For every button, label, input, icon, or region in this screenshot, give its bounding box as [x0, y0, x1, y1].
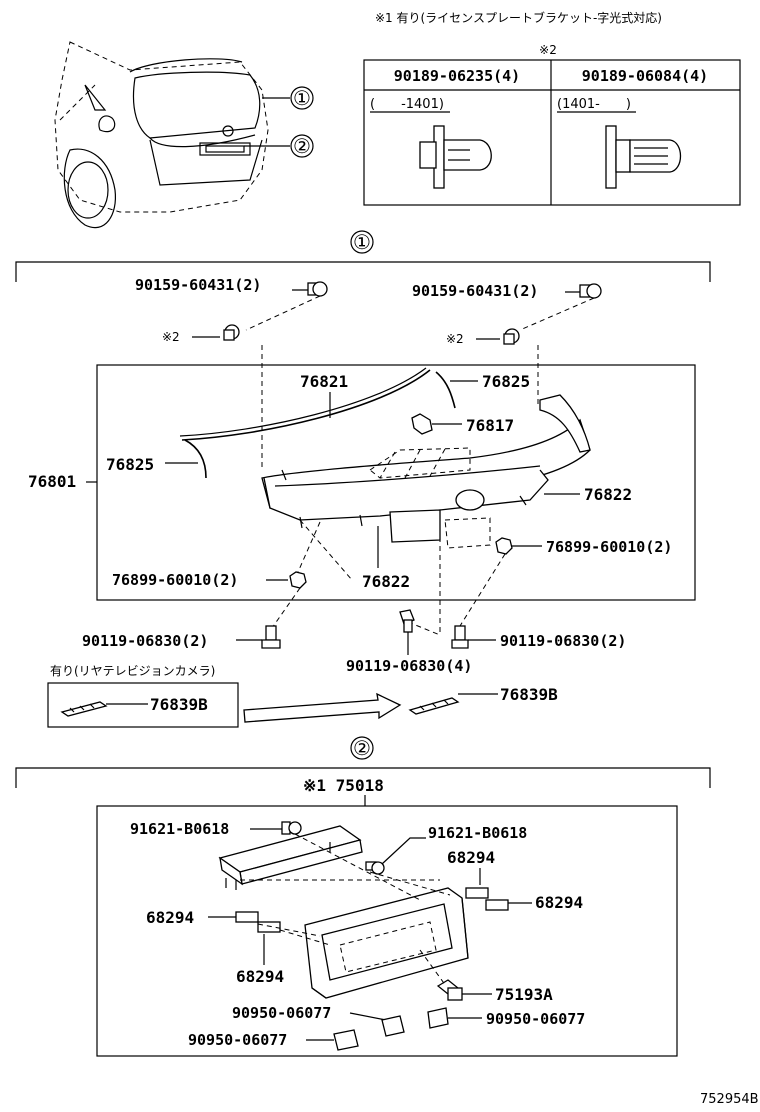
- part-90950-c: 90950-06077: [188, 1031, 287, 1049]
- part-90119-mid: 90119-06830(4): [346, 657, 472, 675]
- part-91621-right: 91621-B0618: [428, 824, 527, 842]
- clip-icon-2: [605, 125, 682, 189]
- part-76839b-box: 76839B: [150, 695, 208, 714]
- part-68294-d: 68294: [236, 967, 284, 986]
- part-75193a: 75193A: [495, 985, 553, 1004]
- clip-range-1: ( -1401): [370, 97, 444, 112]
- part-91621-left: 91621-B0618: [130, 820, 229, 838]
- clip-range-2: (1401- ): [557, 97, 631, 112]
- clip-icon-mark2-right: [503, 328, 520, 345]
- clip-icon-90950-b: [427, 1007, 449, 1029]
- bolt-icon-90159-left: [307, 281, 328, 297]
- pad-icon-68294-a: [465, 887, 489, 899]
- arrow-icon: [243, 692, 402, 723]
- part-90159-left: 90159-60431(2): [135, 276, 261, 294]
- part-76839b-right: 76839B: [500, 685, 558, 704]
- bolt-icon-90119-left: [261, 625, 281, 649]
- clip-icon-90950-a: [381, 1015, 405, 1037]
- part-76822-bottom: 76822: [362, 572, 410, 591]
- screw-icon-91621-right: [365, 861, 385, 875]
- strip-76821: [181, 369, 431, 441]
- camera-icon-box: [60, 701, 108, 717]
- clip-header-1: 90189-06235(4): [394, 67, 520, 85]
- top-note: ※1 有り(ライセンスプレートブラケット-字光式対応): [375, 10, 662, 25]
- clip-icon-90950-c: [333, 1029, 359, 1051]
- seal-76825-left: [184, 439, 207, 479]
- figure-id: 752954B: [700, 1092, 759, 1107]
- license-bracket-icon: [218, 825, 363, 890]
- part-76801: 76801: [28, 472, 76, 491]
- section2-marker: ②: [353, 736, 371, 760]
- part-68294-b: 68294: [535, 893, 583, 912]
- part-76825-left: 76825: [106, 455, 154, 474]
- license-frame-icon: [304, 887, 469, 999]
- vehicle-rear-illustration: [54, 41, 269, 229]
- clip-table: 90189-06235(4) 90189-06084(4) ( -1401) (…: [363, 59, 741, 206]
- part-76821: 76821: [300, 372, 348, 391]
- part-76899-left: 76899-60010(2): [112, 571, 238, 589]
- pad-icon-68294-c: [235, 911, 259, 923]
- part-75018: ※1 75018: [303, 776, 384, 795]
- seal-76825-top: [435, 371, 456, 409]
- part-68294-a: 68294: [447, 848, 495, 867]
- lamp-socket-icon-75193a: [436, 979, 463, 1001]
- part-76817: 76817: [466, 416, 514, 435]
- part-76822-right: 76822: [584, 485, 632, 504]
- screw-icon-91621-left: [281, 821, 302, 835]
- clip-icon-mark2-left: [223, 324, 240, 341]
- part-76899-right: 76899-60010(2): [546, 538, 672, 556]
- bolt-icon-90119-mid: [399, 609, 415, 633]
- nut-icon-76899-right: [495, 537, 513, 555]
- bolt-icon-90159-right: [579, 283, 602, 299]
- part-68294-c: 68294: [146, 908, 194, 927]
- pad-icon-68294-b: [485, 899, 509, 911]
- part-76825-top: 76825: [482, 372, 530, 391]
- clip-table-mark: ※2: [539, 43, 557, 57]
- callout-1: ①: [293, 86, 311, 110]
- nut-icon-76899-left: [289, 571, 307, 589]
- mark-2-left: ※2: [162, 330, 180, 344]
- callout-circle-2: [290, 134, 314, 158]
- section1-bracket: [15, 261, 711, 282]
- pad-icon-68294-d: [257, 921, 281, 933]
- clip-icon-76817: [411, 413, 433, 435]
- section1-marker: ①: [353, 230, 371, 254]
- section2-bracket: [15, 767, 711, 788]
- clip-icon-1: [419, 125, 492, 189]
- part-90950-a: 90950-06077: [232, 1004, 331, 1022]
- part-90159-right: 90159-60431(2): [412, 282, 538, 300]
- callout-2: ②: [293, 134, 311, 158]
- clip-header-2: 90189-06084(4): [582, 67, 708, 85]
- section2-assembly-box: [96, 805, 678, 1057]
- section1-marker-circle: [350, 230, 374, 254]
- camera-icon-right: [408, 697, 460, 715]
- spoiler-assembly-76801: [261, 394, 591, 549]
- bolt-icon-90119-right: [451, 625, 469, 649]
- camera-box: [47, 682, 239, 728]
- callout-circle-1: [290, 86, 314, 110]
- part-90950-b: 90950-06077: [486, 1010, 585, 1028]
- section2-marker-circle: [350, 736, 374, 760]
- mark-2-right: ※2: [446, 332, 464, 346]
- part-90119-left: 90119-06830(2): [82, 632, 208, 650]
- part-90119-right: 90119-06830(2): [500, 632, 626, 650]
- camera-note: 有り(リヤテレビジョンカメラ): [50, 664, 215, 678]
